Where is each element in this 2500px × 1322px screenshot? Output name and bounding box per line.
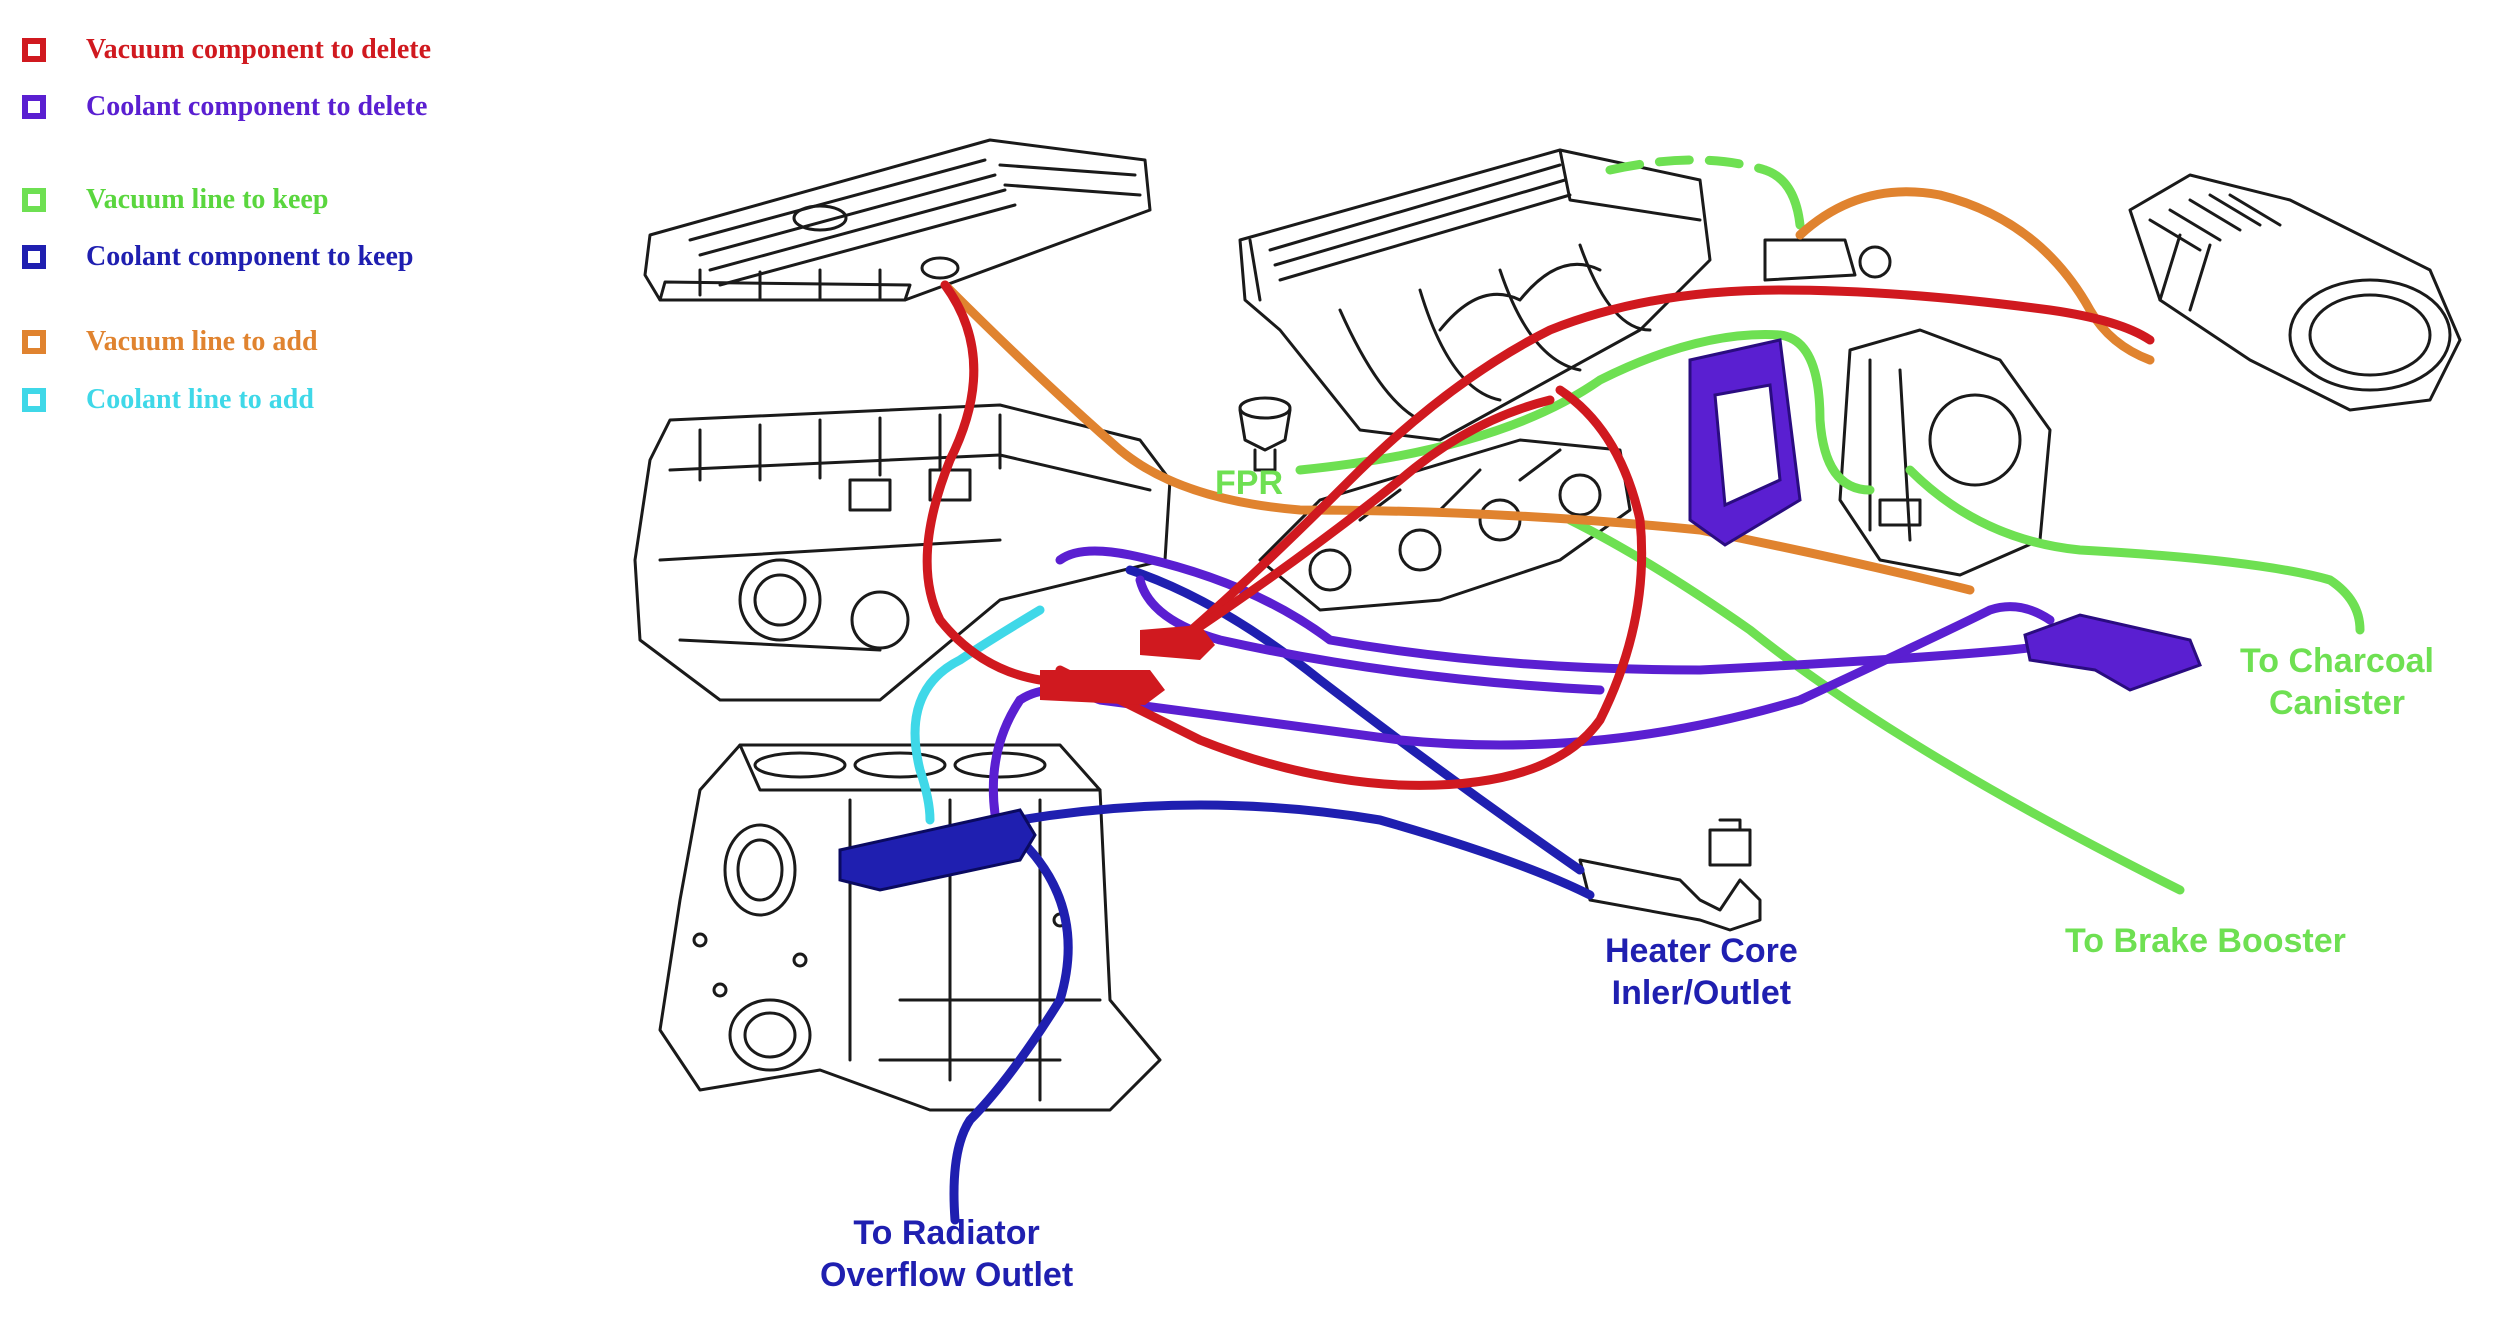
engine-block-drawing (660, 745, 1160, 1110)
purple-coolant-fitting (2025, 615, 2200, 690)
heater-core-fitting-drawing (1580, 820, 1760, 930)
legend-swatch (22, 245, 46, 269)
charcoal-canister-label: To Charcoal Canister (2240, 640, 2434, 724)
heater-core-label: Heater Core Inler/Outlet (1605, 930, 1798, 1014)
brake-booster-label: To Brake Booster (2065, 920, 2346, 962)
intake-manifold-drawing (1240, 150, 1710, 440)
radiator-label: To Radiator Overflow Outlet (820, 1212, 1073, 1296)
green-dashed-pcv-line (1610, 160, 1765, 170)
intake-boot-drawing (2130, 175, 2460, 410)
legend-label: Vacuum line to add (86, 326, 318, 358)
legend-swatch (22, 95, 46, 119)
radiator-line-2: Overflow Outlet (820, 1254, 1073, 1296)
green-brake-booster-line (1570, 520, 2180, 890)
heater-core-line-1: Heater Core (1605, 930, 1798, 972)
brake-booster-text: To Brake Booster (2065, 920, 2346, 962)
charcoal-canister-line-2: Canister (2240, 682, 2434, 724)
radiator-line-1: To Radiator (820, 1212, 1073, 1254)
blue-heater-hose-upper (1130, 570, 1580, 870)
legend-label: Coolant component to delete (86, 91, 427, 123)
legend-swatch (22, 388, 46, 412)
fpr-label-text: FPR (1215, 462, 1283, 504)
heater-core-line-2: Inler/Outlet (1605, 972, 1798, 1014)
fpr-label: FPR (1215, 462, 1283, 504)
fpr-drawing (1240, 398, 1290, 470)
charcoal-canister-line-1: To Charcoal (2240, 640, 2434, 682)
legend-label: Vacuum line to keep (86, 184, 328, 216)
legend-label: Coolant component to keep (86, 241, 413, 273)
red-vacuum-fitting-upper (1140, 625, 1215, 660)
legend-label: Vacuum component to delete (86, 34, 431, 66)
legend-swatch (22, 330, 46, 354)
valve-cover-drawing (645, 140, 1150, 300)
legend-label: Coolant line to add (86, 384, 314, 416)
green-pcv-elbow (1765, 170, 1800, 225)
idle-valve-drawing (1765, 240, 1890, 280)
legend-swatch (22, 188, 46, 212)
legend-swatch (22, 38, 46, 62)
red-vacuum-fitting-lower (1040, 670, 1165, 705)
